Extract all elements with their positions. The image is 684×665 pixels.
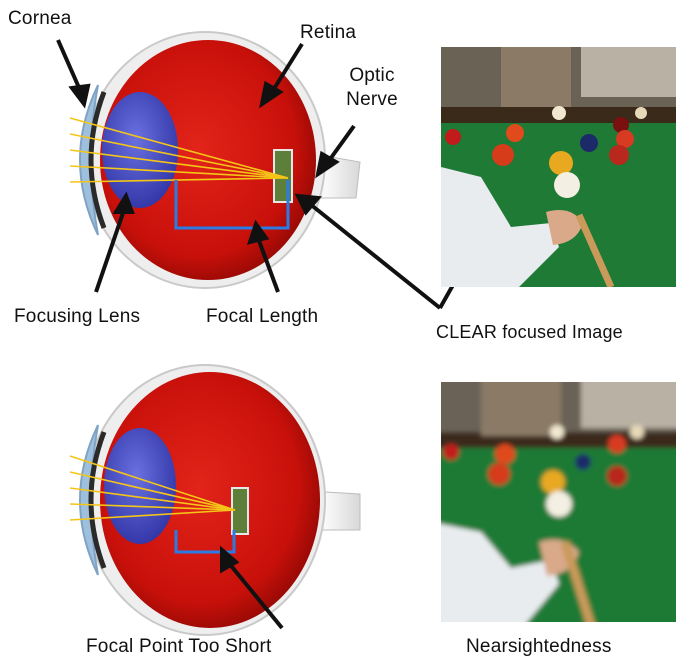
billiards-photo-sharp (441, 47, 676, 287)
label-focal-length: Focal Length (206, 306, 318, 328)
label-focal-point-too-short: Focal Point Too Short (86, 636, 272, 658)
label-optic-nerve-line1: Optic (334, 64, 410, 88)
label-clear-image: CLEAR focused Image (436, 322, 623, 343)
label-nearsightedness: Nearsightedness (466, 636, 612, 658)
label-optic-nerve: Optic Nerve (334, 64, 410, 112)
focusing-lens-shape (102, 92, 178, 208)
eye-nearsighted-group (70, 365, 360, 635)
label-focusing-lens: Focusing Lens (14, 306, 140, 328)
focusing-lens-shape-2 (104, 428, 176, 544)
label-cornea: Cornea (8, 8, 72, 30)
billiards-photo-blurred (441, 382, 676, 622)
label-retina: Retina (300, 22, 356, 44)
label-optic-nerve-line2: Nerve (334, 88, 410, 112)
retina-patch-2 (232, 488, 248, 534)
eye-normal-group (70, 32, 360, 288)
